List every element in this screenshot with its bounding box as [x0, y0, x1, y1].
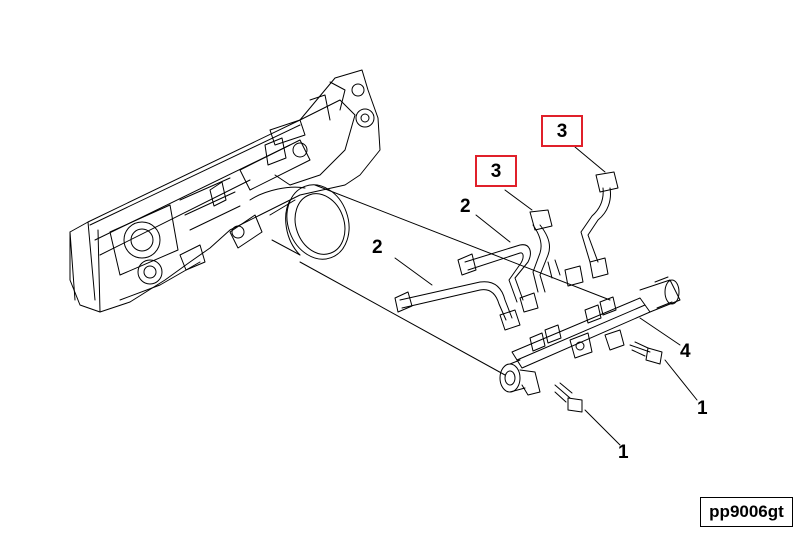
- callout-bolt-1-right: 1: [697, 398, 708, 419]
- engine-block-drawing: [69, 69, 381, 313]
- pump-cover-drawing: [269, 184, 350, 260]
- callout-pipe-3-inner: 3: [475, 155, 517, 187]
- mounting-bolt-right-drawing: [629, 341, 663, 365]
- common-rail-drawing: [499, 276, 681, 396]
- fuel-pipe-fourth-drawing: [580, 171, 619, 279]
- mounting-bolt-bottom-drawing: [554, 382, 583, 413]
- fuel-pipe-second-drawing: [457, 244, 539, 313]
- callout-rail-4: 4: [680, 341, 691, 362]
- figure-code-label: pp9006gt: [700, 497, 793, 527]
- callout-pipe-3-outer: 3: [541, 115, 583, 147]
- assembly-axis-lines: [299, 184, 611, 376]
- callout-pipe-2-left: 2: [372, 237, 383, 258]
- callout-pipe-2-second: 2: [460, 196, 471, 217]
- callout-bolt-1-bottom: 1: [618, 442, 629, 463]
- leader-lines: [394, 146, 698, 446]
- fuel-pipe-left-drawing: [394, 281, 521, 331]
- fuel-pipe-third-drawing: [529, 209, 584, 293]
